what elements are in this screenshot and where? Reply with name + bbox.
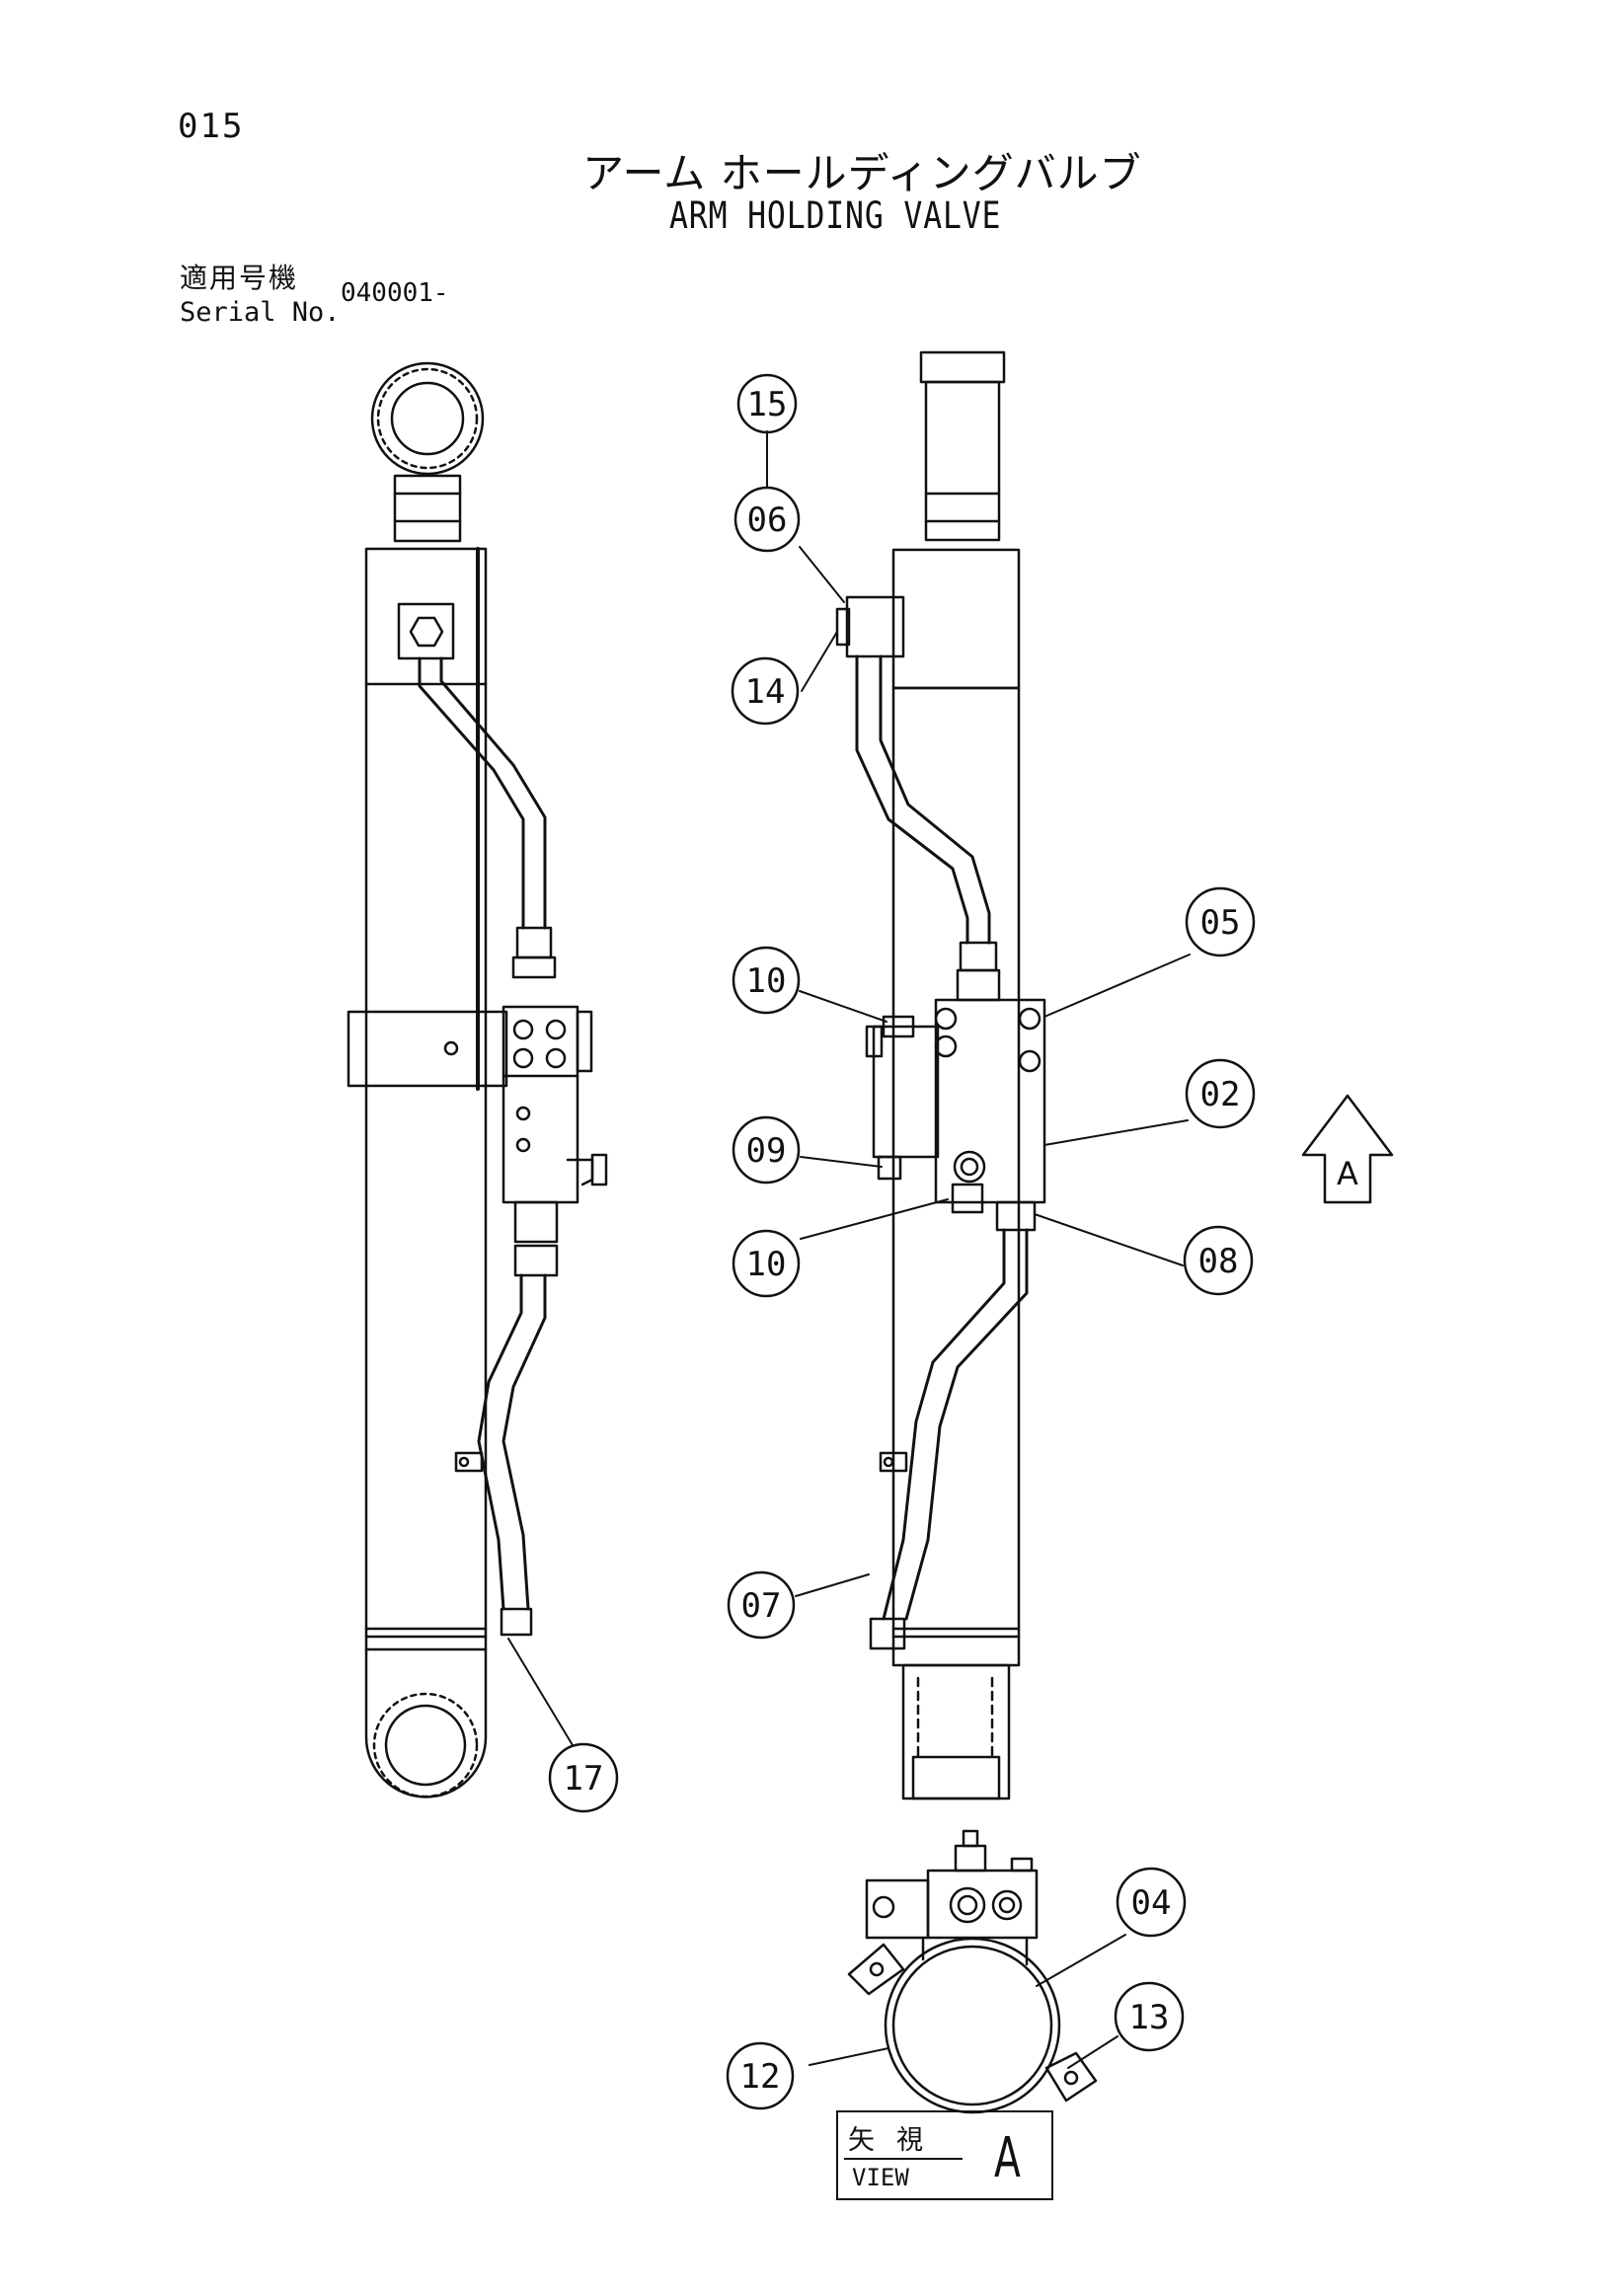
callout-05-circle [1185,886,1256,957]
page-number: 015 [178,107,245,146]
callout-13-label: 13 [1129,1998,1170,2037]
view-a-label-box: 矢視 VIEW A [836,2110,1053,2200]
callout-14-circle [731,656,800,726]
left-top-eye [370,361,485,476]
view-a-direction-arrow [1301,1094,1394,1204]
view-label-japanese: 矢視 [848,2125,945,2156]
callout-10a-label: 10 [746,961,787,1001]
callout-12-label: 12 [740,2057,781,2097]
left-cylinder-barrel [364,547,488,1651]
callout-05-label: 05 [1200,903,1241,943]
view-a-arrow-label: A [1337,1155,1358,1192]
left-valve-block [501,1005,579,1204]
callout-07-label: 07 [741,1586,782,1626]
callout-14-label: 14 [745,672,786,712]
title-english: ARM HOLDING VALVE [669,194,1002,237]
view-label-divider [844,2158,963,2160]
left-bottom-eye [372,1692,479,1799]
callout-04-circle [1116,1867,1187,1938]
callout-10a-circle [732,946,801,1015]
view-label-letter: A [994,2126,1021,2190]
callout-10b-circle [732,1229,801,1298]
callout-09-label: 09 [746,1131,787,1171]
callout-10b-label: 10 [746,1245,787,1284]
callout-balloons [548,373,1256,2110]
callout-17-label: 17 [564,1759,604,1799]
callout-04-label: 04 [1131,1883,1172,1923]
callout-12-circle [726,2041,795,2110]
serial-label-japanese: 適用号機 [180,262,299,294]
callout-06-label: 06 [747,500,788,540]
callout-08-circle [1183,1225,1254,1296]
callout-15-circle [736,373,798,434]
right-cylinder-view [835,350,1046,1800]
callout-02-circle [1185,1058,1256,1129]
callout-06-circle [733,486,801,553]
callout-08-label: 08 [1198,1242,1239,1281]
serial-label-english: Serial No. [180,297,341,328]
callout-17-circle [548,1742,619,1813]
right-cylinder-barrel [891,686,1021,1667]
callout-13-circle [1114,1981,1185,2052]
right-valve-block [934,998,1046,1204]
serial-number-value: 040001- [341,278,449,308]
left-clamp-band [347,1010,508,1088]
callout-09-circle [732,1115,801,1185]
view-a-cylinder-section [884,1937,1061,2114]
view-a-detail [847,1829,1098,2114]
leader-lines [507,430,1191,2069]
title-japanese: アーム ホールディングバルブ [582,149,1142,197]
callout-07-circle [727,1570,796,1640]
callout-02-label: 02 [1200,1075,1241,1114]
view-label-english: VIEW [852,2164,909,2191]
left-cylinder-view [347,361,608,1799]
right-cylinder-head [891,548,1021,690]
callout-15-label: 15 [747,385,788,424]
